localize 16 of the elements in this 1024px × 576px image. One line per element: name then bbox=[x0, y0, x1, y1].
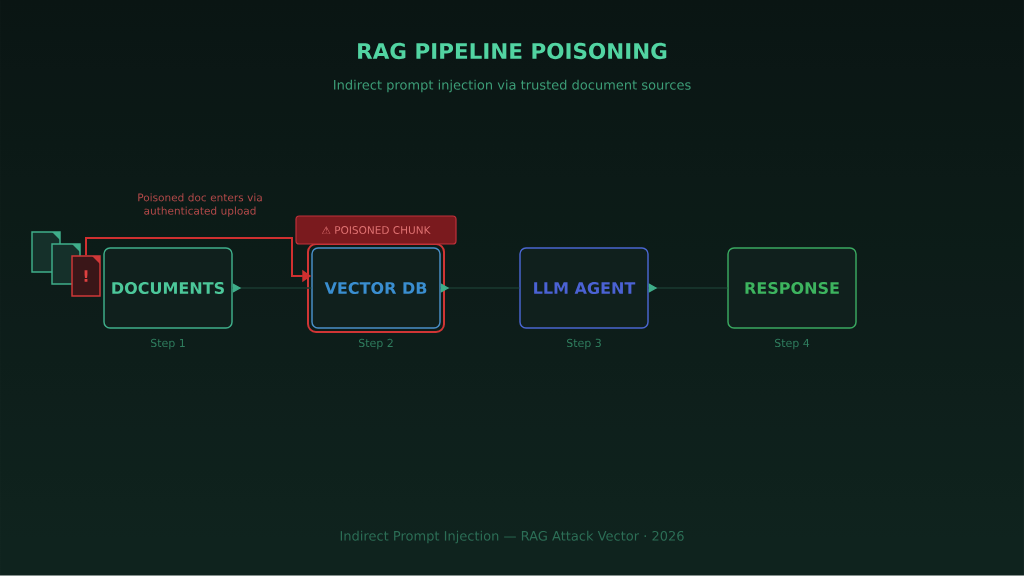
arrow bbox=[440, 283, 520, 293]
step-label: Step 3 bbox=[566, 338, 601, 350]
arrow bbox=[648, 283, 728, 293]
step-label: Step 2 bbox=[358, 338, 393, 350]
title: RAG PIPELINE POISONING bbox=[358, 42, 667, 60]
subtitle: Indirect prompt injection via trusted document sources bbox=[334, 79, 691, 93]
process-box: DOCUMENTS bbox=[103, 247, 233, 329]
arrow bbox=[232, 283, 312, 293]
step-label: Step 4 bbox=[774, 338, 810, 350]
footer-text: Indirect Prompt Injection — RAG Attack Vector · 2026 bbox=[340, 530, 684, 544]
process-box: LLM AGENT bbox=[519, 247, 649, 329]
step-label: Step 1 bbox=[150, 338, 185, 350]
annotation-text: Poisoned doc enters via authenticated upload bbox=[138, 193, 262, 217]
process-box: VECTOR DB bbox=[311, 247, 441, 329]
warning-badge: ⚠ POISONED CHUNK bbox=[295, 215, 457, 245]
process-box: RESPONSE bbox=[727, 247, 857, 329]
